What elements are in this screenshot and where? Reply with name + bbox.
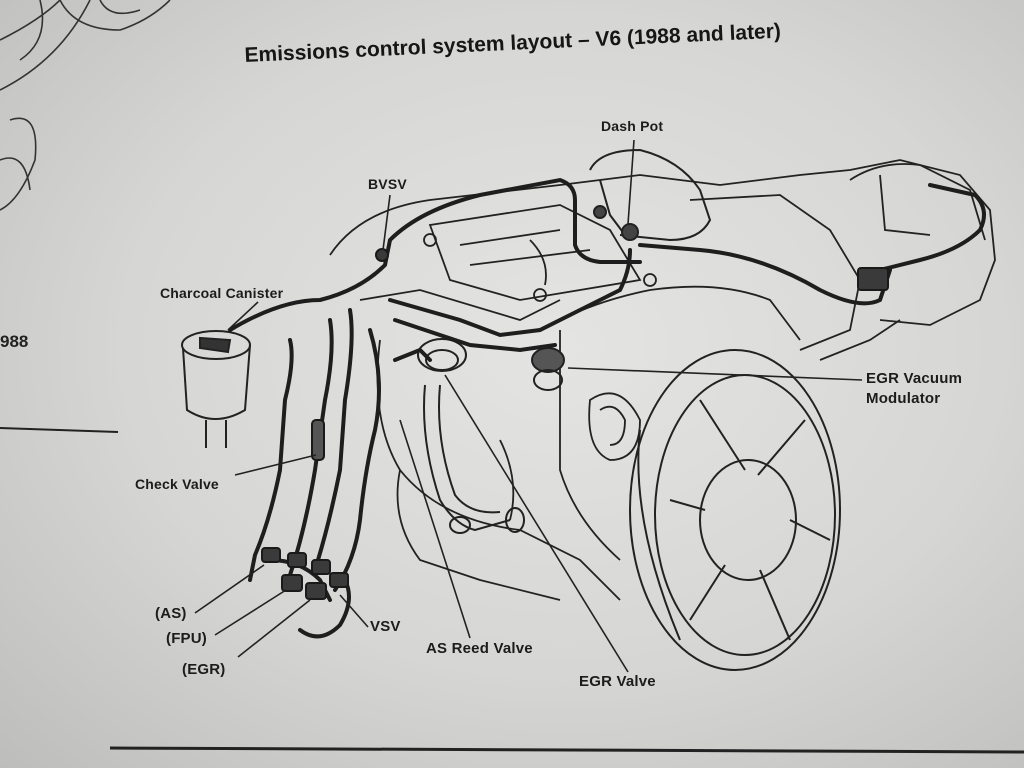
- label-bvsv: BVSV: [368, 176, 407, 192]
- rule-bottom: [109, 746, 1024, 754]
- label-as-reed-valve: AS Reed Valve: [426, 640, 533, 657]
- leader-lines: [194, 139, 863, 673]
- label-egr-valve: EGR Valve: [579, 673, 656, 690]
- label-egr: (EGR): [182, 661, 226, 678]
- label-charcoal-canister: Charcoal Canister: [160, 285, 284, 301]
- label-dash-pot: Dash Pot: [601, 118, 664, 134]
- margin-text: 988: [0, 332, 29, 351]
- vsv-cluster-shape: [261, 248, 889, 600]
- engine-block-shape: [329, 159, 996, 601]
- label-vsv: VSV: [370, 618, 401, 635]
- charcoal-canister-shape: [181, 330, 251, 448]
- label-fpu: (FPU): [166, 630, 207, 647]
- label-egr-vacuum-modulator-1: EGR Vacuum: [866, 370, 963, 387]
- egr-valve-shape: [417, 338, 565, 534]
- vacuum-hoses: [228, 177, 986, 639]
- dash-pot-shape: [589, 148, 712, 242]
- label-check-valve: Check Valve: [135, 476, 219, 492]
- rule-left: [0, 427, 119, 433]
- label-egr-vacuum-modulator-2: Modulator: [866, 390, 941, 407]
- label-as: (AS): [155, 605, 187, 622]
- fan-shape: [629, 349, 841, 671]
- left-page-fragment: [0, 0, 171, 211]
